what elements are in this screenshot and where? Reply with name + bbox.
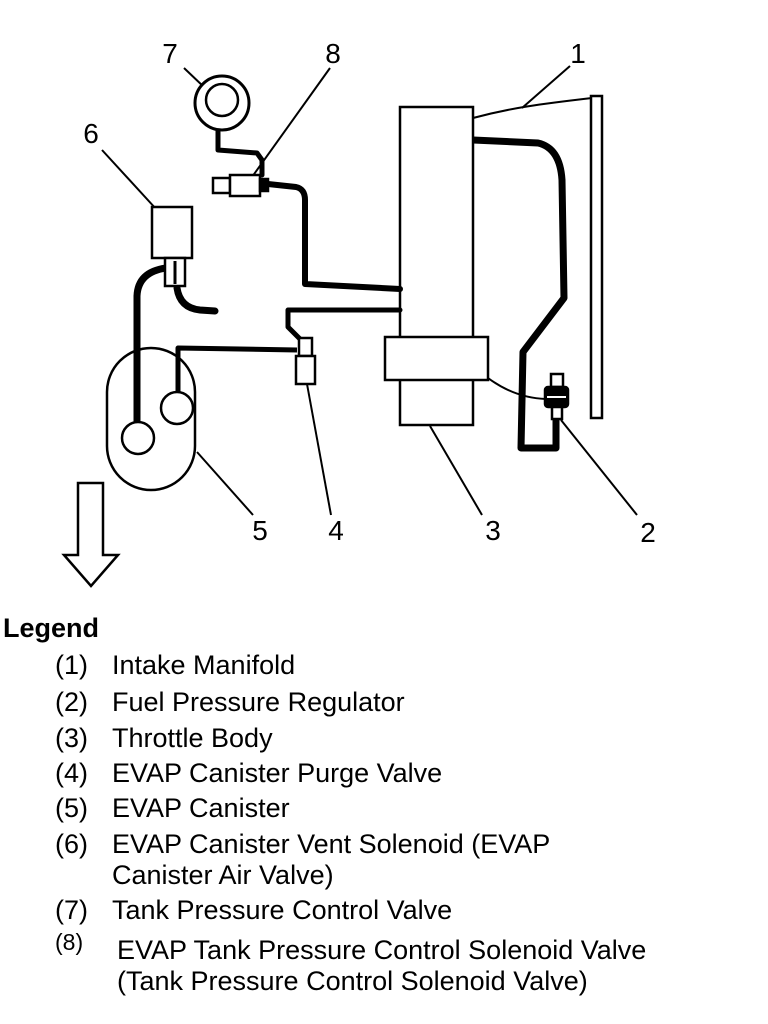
vent-solenoid-outlet-hose bbox=[173, 284, 219, 315]
legend-item-number: (3) bbox=[55, 723, 88, 753]
callout-8: 8 bbox=[325, 38, 341, 69]
legend-item-label: EVAP Canister Purge Valve bbox=[112, 758, 442, 789]
manifold-top-outline bbox=[472, 97, 593, 119]
solenoid-valve-body bbox=[228, 173, 262, 198]
callout-7: 7 bbox=[162, 38, 178, 69]
legend-item-label: Tank Pressure Control Valve bbox=[112, 895, 452, 926]
legend-item-label: Intake Manifold bbox=[112, 650, 295, 681]
legend-item-label: Fuel Pressure Regulator bbox=[112, 687, 405, 718]
fuel-pressure-regulator bbox=[543, 372, 570, 421]
hose-gauge-to-solenoid-valve bbox=[215, 126, 265, 178]
legend-item-label: EVAP Canister bbox=[112, 793, 290, 824]
legend-item-text: Canister Air Valve) bbox=[112, 860, 334, 890]
leader-line-2 bbox=[560, 419, 638, 516]
legend-item-text: EVAP Canister Vent Solenoid (EVAP bbox=[112, 829, 551, 859]
manifold-vacuum-hose bbox=[472, 136, 568, 452]
hose-purge-valve-to-manifold bbox=[285, 307, 403, 343]
hose-solenoid-valve-to-manifold bbox=[265, 181, 403, 292]
legend-item-text: Intake Manifold bbox=[112, 650, 296, 680]
legend-item-label: Throttle Body bbox=[112, 723, 273, 754]
legend-item-text: EVAP Tank Pressure Control Solenoid Valv… bbox=[117, 935, 647, 965]
legend-item-number: (6) bbox=[55, 829, 88, 859]
hose-vent-solenoid-to-canister bbox=[133, 264, 167, 424]
legend-item-label: EVAP Canister Vent Solenoid (EVAP Canist… bbox=[112, 829, 550, 891]
callout-6: 6 bbox=[83, 118, 99, 149]
callout-5: 5 bbox=[252, 515, 268, 546]
purge-valve-body bbox=[294, 354, 317, 386]
tank-pressure-control-valve bbox=[193, 74, 251, 132]
throttle-body-band bbox=[383, 335, 490, 382]
legend-item-text: EVAP Canister bbox=[112, 793, 290, 823]
throttle-body bbox=[383, 335, 547, 400]
leader-line-1 bbox=[521, 65, 571, 109]
manifold-plate bbox=[589, 94, 604, 420]
valve-inner-ring bbox=[204, 82, 240, 118]
evap-canister-vent-solenoid bbox=[150, 205, 219, 315]
regulator-stem bbox=[550, 405, 564, 421]
legend-item-text: Tank Pressure Control Valve bbox=[112, 895, 453, 925]
legend-item-number: (7) bbox=[55, 895, 88, 925]
legend-item-number: (1) bbox=[55, 650, 88, 680]
canister-body bbox=[105, 346, 197, 492]
leader-line-4 bbox=[306, 383, 332, 516]
leader-line-3 bbox=[429, 425, 483, 516]
legend-item-number: (8) bbox=[55, 929, 84, 955]
tank-pressure-control-solenoid-valve bbox=[211, 173, 270, 198]
legend-item-text: EVAP Canister Purge Valve bbox=[112, 758, 443, 788]
legend-title: Legend bbox=[3, 613, 100, 643]
evap-system-diagram: 1 2 3 4 5 6 7 8 bbox=[61, 38, 656, 588]
hoses bbox=[215, 126, 403, 343]
leader-lines bbox=[101, 65, 638, 516]
legend-item-number: (5) bbox=[55, 793, 88, 823]
intake-manifold bbox=[398, 94, 604, 452]
evap-canister-purge-valve bbox=[294, 336, 317, 386]
hose-purge-valve-to-canister bbox=[175, 345, 298, 393]
purge-valve-cap bbox=[297, 336, 314, 358]
regulator-top bbox=[549, 372, 565, 389]
legend-item-text: (Tank Pressure Control Solenoid Valve) bbox=[117, 966, 588, 996]
leader-line-5 bbox=[196, 451, 254, 516]
legend-item-number: (2) bbox=[55, 687, 88, 717]
regulator-line bbox=[487, 377, 547, 400]
callout-4: 4 bbox=[328, 515, 344, 546]
callout-3: 3 bbox=[485, 515, 501, 546]
legend-item-label: EVAP Tank Pressure Control Solenoid Valv… bbox=[117, 935, 646, 997]
solenoid-valve-port bbox=[258, 177, 270, 193]
callout-1: 1 bbox=[570, 38, 586, 69]
solenoid-valve-cap bbox=[211, 176, 232, 195]
legend-item-text: Fuel Pressure Regulator bbox=[112, 687, 405, 717]
callout-2: 2 bbox=[640, 517, 656, 548]
canister-lower-port bbox=[120, 420, 156, 456]
evap-canister bbox=[105, 264, 298, 492]
vent-solenoid-body bbox=[150, 205, 194, 260]
legend-item-number: (4) bbox=[55, 758, 88, 788]
canister-upper-port bbox=[159, 390, 195, 426]
leader-line-8 bbox=[251, 67, 331, 178]
leader-line-6 bbox=[101, 149, 158, 211]
callout-labels: 1 2 3 4 5 6 7 8 bbox=[83, 38, 656, 548]
legend-item-text: Throttle Body bbox=[112, 723, 273, 753]
down-arrow-icon bbox=[61, 481, 121, 588]
